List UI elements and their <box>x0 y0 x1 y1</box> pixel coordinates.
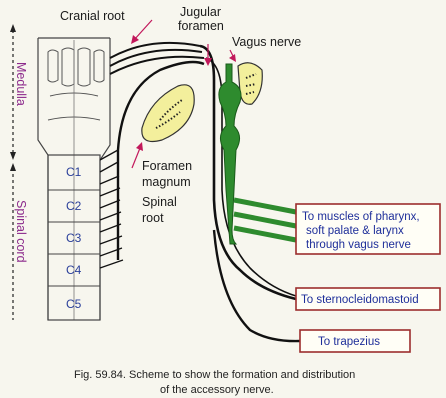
label-foramen-magnum-2: magnum <box>142 175 191 189</box>
caption-line-1: Fig. 59.84. Scheme to show the formation… <box>74 369 355 381</box>
box-pharynx-line-1: To muscles of pharynx, <box>302 211 420 223</box>
medulla-structure <box>38 38 110 320</box>
box-pharynx: To muscles of pharynx, soft palate & lar… <box>296 204 440 254</box>
label-jugular-foramen-2: foramen <box>178 19 224 33</box>
segment-c4: C4 <box>66 263 82 277</box>
jugular-bone <box>238 63 262 104</box>
label-foramen-magnum-1: Foramen <box>142 159 192 173</box>
label-jugular-foramen-1: Jugular <box>180 5 221 19</box>
segment-c5: C5 <box>66 297 82 311</box>
spinal-rootlets <box>100 150 123 268</box>
caption-line-2: of the accessory nerve. <box>160 384 274 396</box>
spinal-cord-label: Spinal cord <box>14 200 28 263</box>
box-pharynx-line-2: soft palate & larynx <box>306 225 404 237</box>
box-pharynx-line-3: through vagus nerve <box>306 239 411 251</box>
medulla-indicator: Medulla <box>10 24 28 160</box>
medulla-label: Medulla <box>14 62 28 106</box>
segment-c1: C1 <box>66 165 82 179</box>
cranial-rootlets <box>110 43 204 74</box>
spinal-cord-indicator: Spinal cord <box>10 163 28 320</box>
foramen-magnum-bone <box>142 85 194 142</box>
box-trapezius: To trapezius <box>300 330 410 352</box>
label-spinal-root-1: Spinal <box>142 195 177 209</box>
label-spinal-root-2: root <box>142 211 164 225</box>
box-sternocleidomastoid-text: To sternocleidomastoid <box>301 294 419 306</box>
segment-c2: C2 <box>66 199 82 213</box>
box-sternocleidomastoid: To sternocleidomastoid <box>296 288 440 310</box>
segment-c3: C3 <box>66 231 82 245</box>
box-trapezius-text: To trapezius <box>318 336 380 348</box>
label-vagus-nerve: Vagus nerve <box>232 35 301 49</box>
label-cranial-root: Cranial root <box>60 9 125 23</box>
